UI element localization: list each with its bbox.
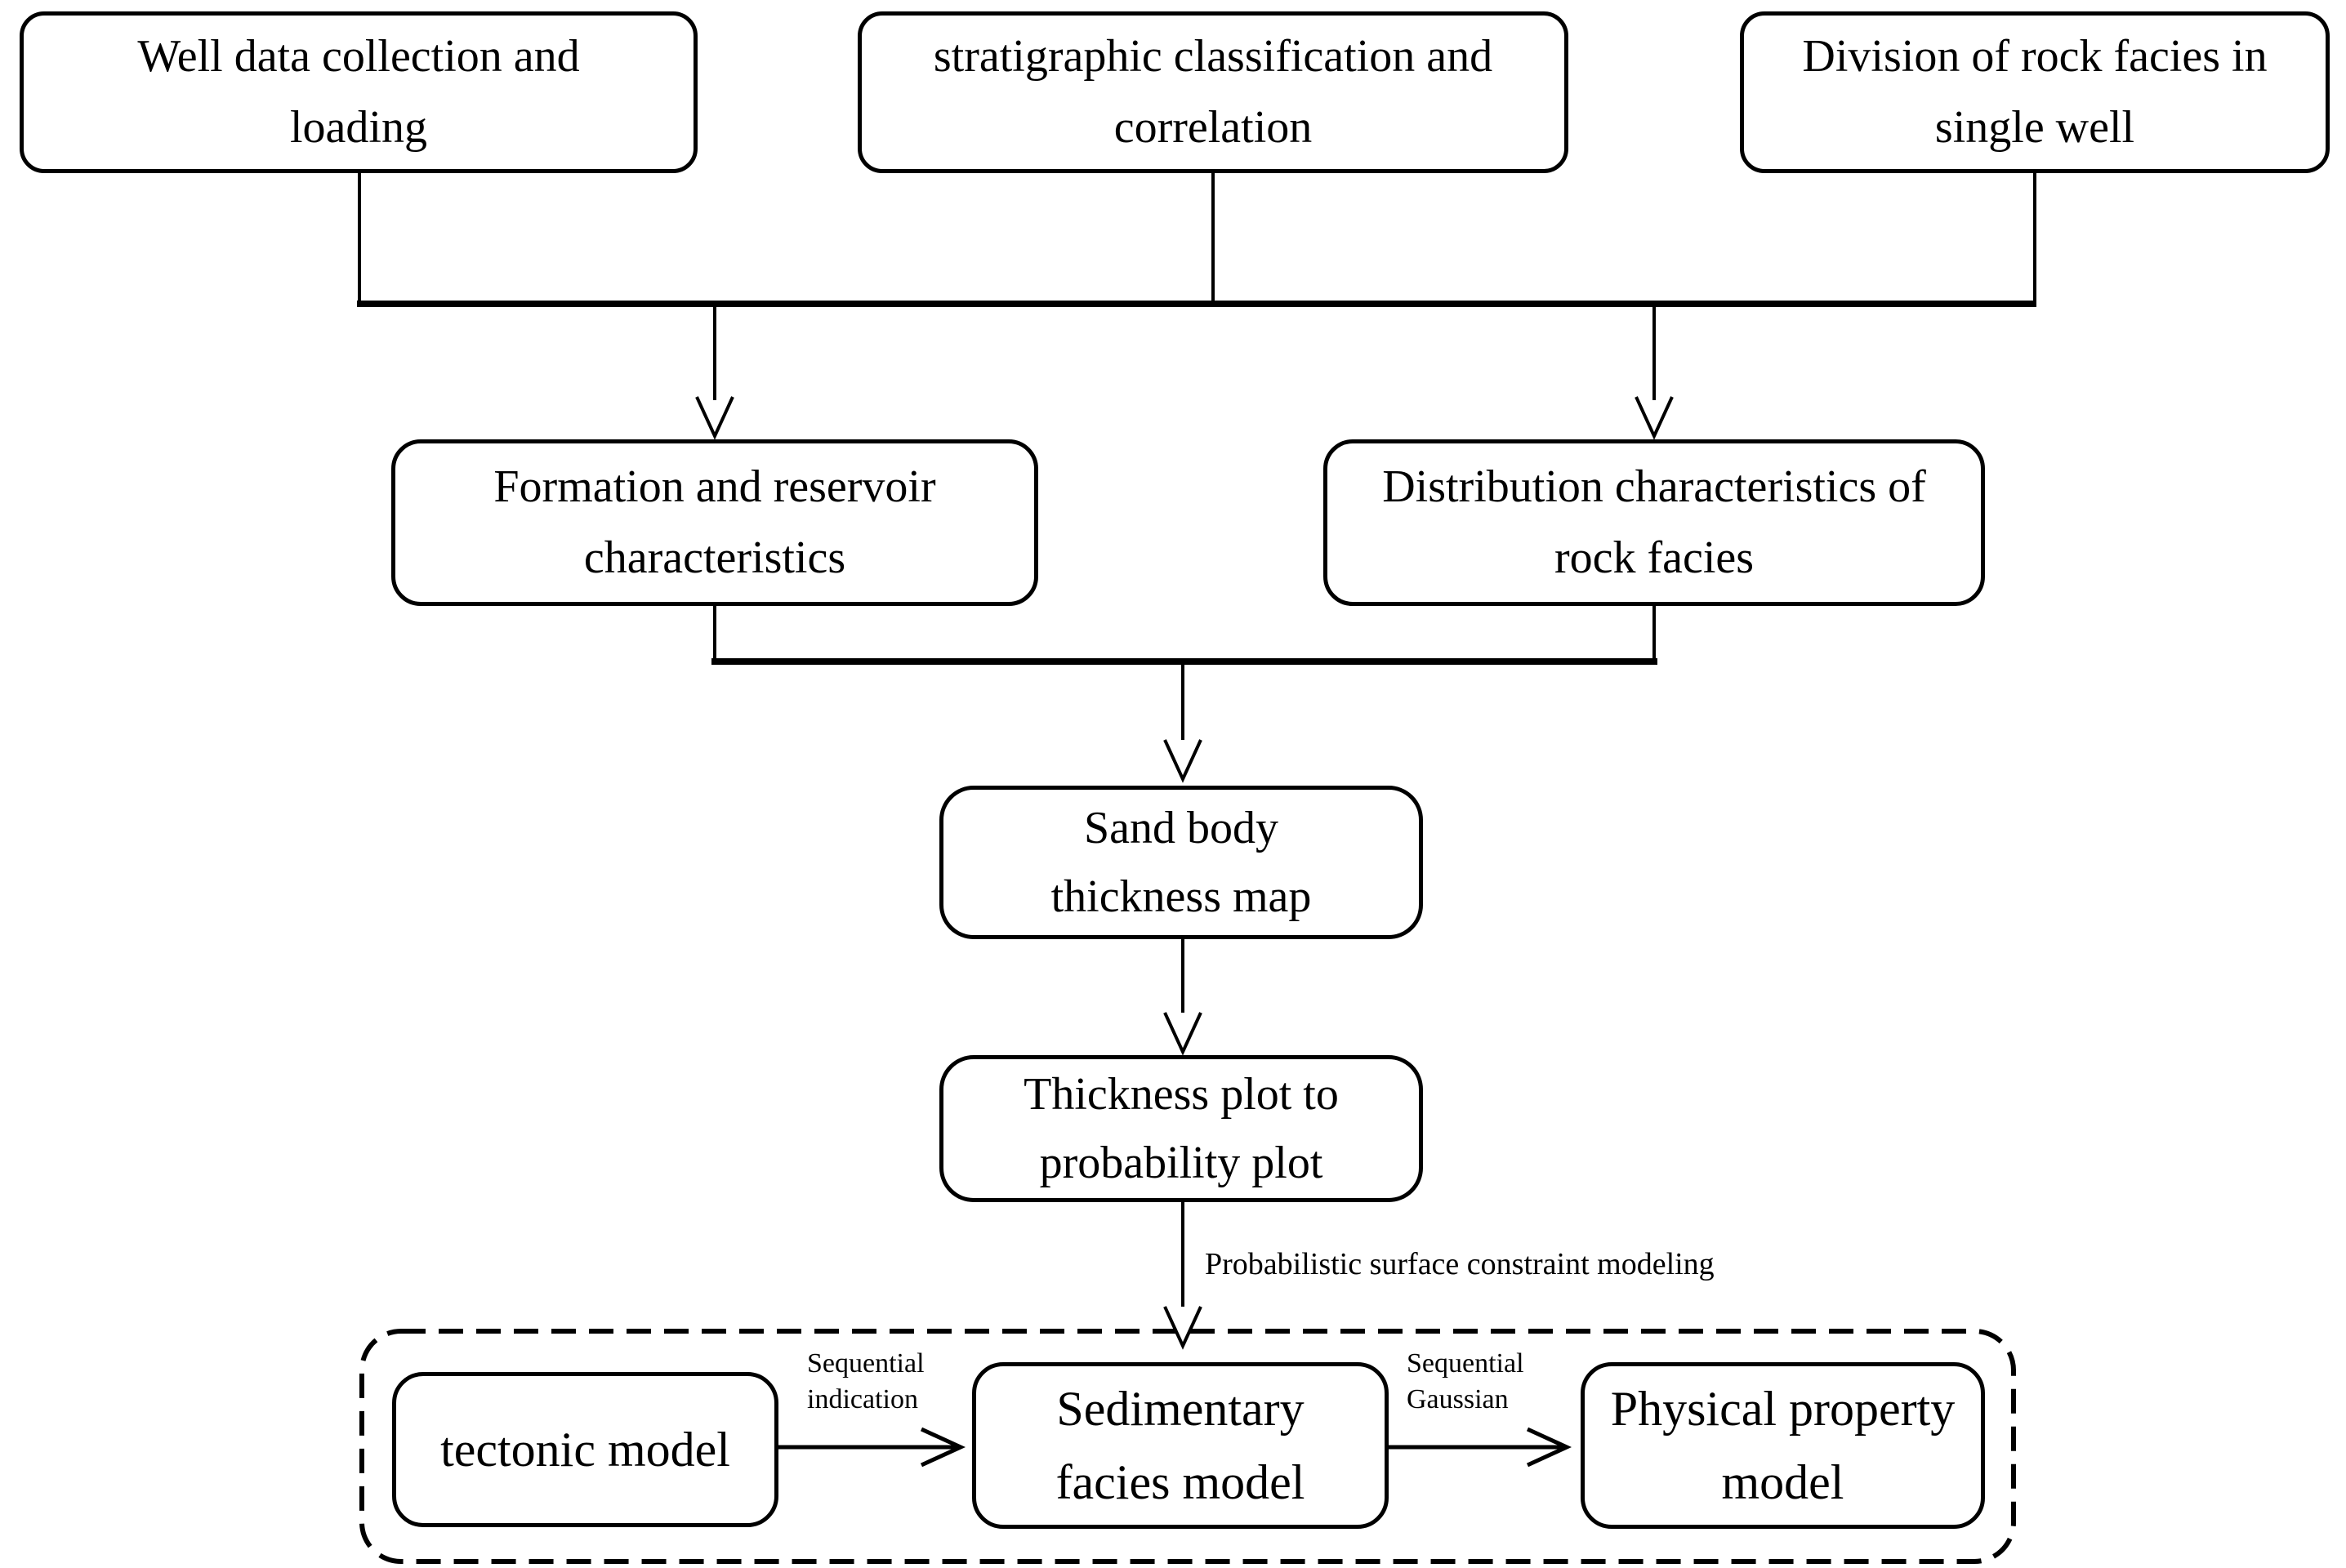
arrow-to-distribution (1635, 305, 1674, 440)
node-formation-reservoir: Formation and reservoir characteristics (391, 439, 1038, 606)
arrow-to-sand-body (1163, 663, 1202, 783)
node-division-rock-facies-label: Division of rock facies in single well (1802, 31, 2268, 153)
node-thickness-to-probability-label: Thickness plot to probability plot (1024, 1069, 1339, 1188)
node-tectonic-model-label: tectonic model (440, 1422, 730, 1477)
arrow-sedimentary-to-physical (1389, 1427, 1572, 1468)
node-physical-property-model: Physical property model (1581, 1362, 1985, 1529)
node-stratigraphic-classification: stratigraphic classification and correla… (858, 11, 1568, 173)
node-distribution-rock-facies-label: Distribution characteristics of rock fac… (1382, 461, 1926, 583)
node-well-data-collection: Well data collection and loading (20, 11, 698, 173)
arrow-tectonic-to-sedimentary (778, 1427, 966, 1468)
arrow-to-thickness-plot (1163, 939, 1202, 1056)
node-tectonic-model: tectonic model (392, 1372, 778, 1527)
label-sequential-indication: Sequential indication (807, 1348, 925, 1415)
label-sequential-gaussian: Sequential Gaussian (1407, 1348, 1524, 1415)
node-well-data-collection-label: Well data collection and loading (137, 31, 580, 153)
label-probabilistic-surface-constraint: Probabilistic surface constraint modelin… (1205, 1247, 1715, 1281)
node-physical-property-model-label: Physical property model (1610, 1382, 1956, 1509)
node-sedimentary-facies-model-label: Sedimentary facies model (1055, 1382, 1305, 1509)
node-distribution-rock-facies: Distribution characteristics of rock fac… (1323, 439, 1985, 606)
arrow-to-modeling-group (1163, 1202, 1202, 1350)
node-stratigraphic-classification-label: stratigraphic classification and correla… (933, 31, 1493, 153)
node-sand-body-thickness-map-label: Sand body thickness map (1050, 803, 1312, 922)
arrow-to-formation (695, 305, 734, 440)
node-formation-reservoir-label: Formation and reservoir characteristics (493, 461, 936, 583)
top-merge-bus (357, 172, 2036, 307)
node-thickness-to-probability: Thickness plot to probability plot (939, 1055, 1423, 1202)
modeling-group-border (359, 1329, 2016, 1564)
node-division-rock-facies: Division of rock facies in single well (1740, 11, 2330, 173)
middle-merge-bus (711, 604, 1657, 665)
node-sedimentary-facies-model: Sedimentary facies model (972, 1362, 1389, 1529)
node-sand-body-thickness-map: Sand body thickness map (939, 786, 1423, 939)
